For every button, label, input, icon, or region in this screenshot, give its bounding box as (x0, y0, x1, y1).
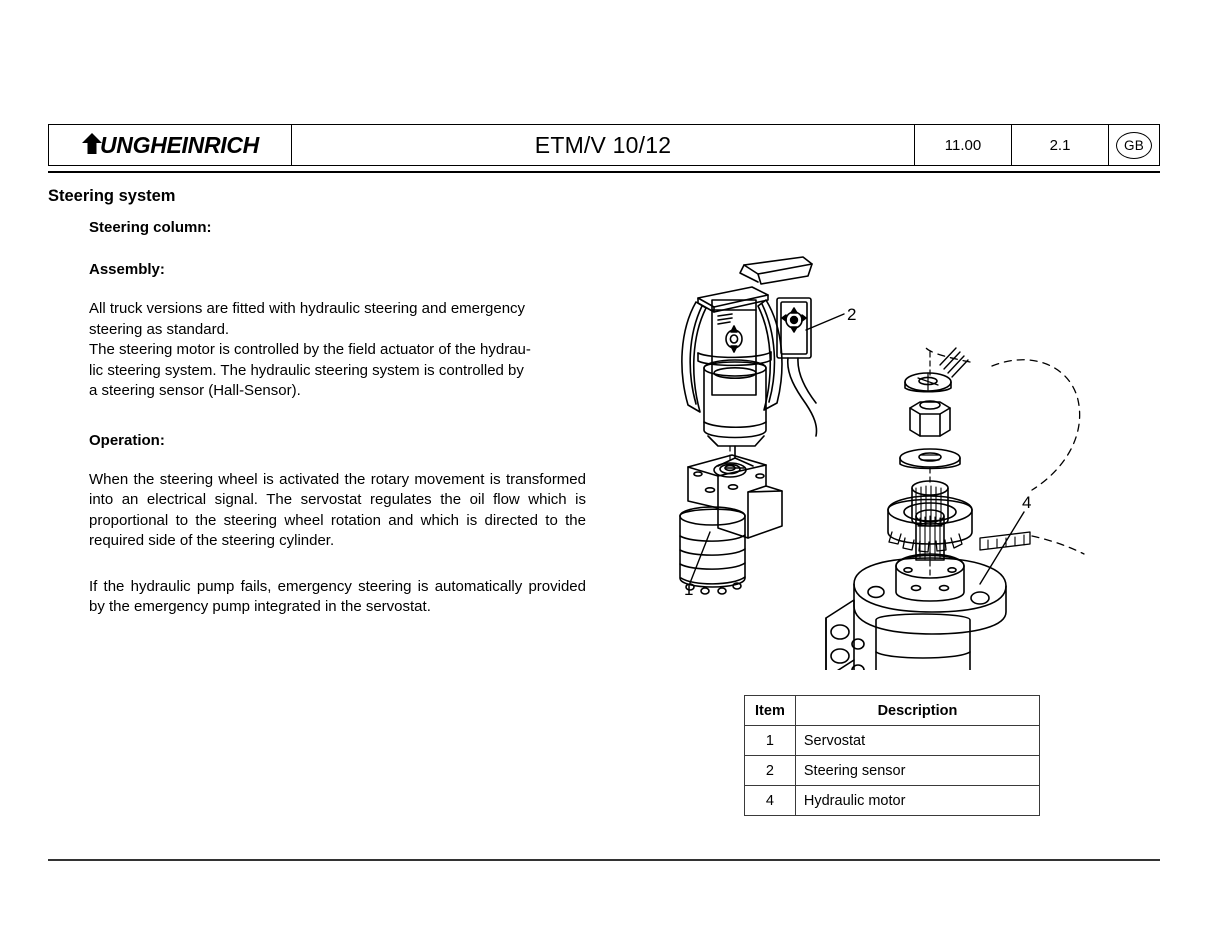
document-title-cell: ETM/V 10/12 (292, 125, 915, 165)
header-divider-rule (48, 171, 1160, 173)
document-page-number-cell: 2.1 (1012, 125, 1109, 165)
exploded-parts-drawing: 2 1 4 (679, 256, 1085, 670)
brand-logo-cell: UNGHEINRICH (49, 125, 292, 165)
spacer (89, 278, 586, 299)
brand-logo: UNGHEINRICH (49, 132, 291, 159)
column-header-description: Description (794, 695, 1041, 726)
document-page-number: 2.1 (1049, 136, 1071, 154)
section-heading-steering-column: Steering column: (89, 219, 212, 236)
assembly-text-line-1: All truck versions are fitted with hydra… (89, 300, 526, 317)
assembly-text-line-2: steering as standard. (89, 320, 230, 338)
assembly-text-line-4: lic steering system. The hydraulic steer… (89, 361, 524, 379)
operation-paragraph-1: When the steering wheel is activated the… (89, 470, 586, 550)
cell-item-description: Steering sensor (794, 755, 1041, 786)
brand-logo-text: UNGHEINRICH (100, 131, 259, 158)
spacer (89, 236, 586, 261)
table-row: 4 Hydraulic motor (744, 785, 1041, 816)
language-badge: GB (1116, 131, 1152, 159)
table-header-row: Item Description (744, 695, 1041, 726)
callout-number-1: 1 (684, 580, 693, 599)
document-title: ETM/V 10/12 (534, 131, 672, 158)
assembly-text-line-3: The steering motor is controlled by the … (89, 341, 531, 358)
document-date-cell: 11.00 (915, 125, 1012, 165)
callout-number-4: 4 (1022, 493, 1031, 512)
cell-item-number: 1 (744, 725, 796, 756)
section-heading-operation: Operation: (89, 431, 165, 449)
page-title: Steering system (48, 187, 176, 206)
cell-item-number: 2 (744, 755, 796, 786)
parts-table: Item Description 1 Servostat 2 Steering … (744, 695, 1041, 816)
document-header: UNGHEINRICH ETM/V 10/12 11.00 2.1 GB (48, 124, 1160, 166)
construction-curves (925, 347, 1085, 555)
cell-item-description: Servostat (794, 725, 1041, 756)
steering-sensor-illustration (776, 297, 845, 437)
body-text-column: Steering column: Assembly: All truck ver… (89, 219, 586, 618)
table-row: 2 Steering sensor (744, 755, 1041, 786)
spacer (89, 552, 586, 577)
assembly-text-line-5: a steering sensor (Hall-Sensor). (89, 382, 301, 399)
exploded-gear-stack-illustration (887, 347, 1031, 579)
table-row: 1 Servostat (744, 725, 1041, 756)
document-language-cell: GB (1109, 125, 1159, 165)
key-strip-part (979, 531, 1031, 551)
operation-paragraph-2: If the hydraulic pump fails, emergency s… (89, 577, 586, 616)
spacer (89, 449, 586, 470)
spacer (89, 402, 586, 432)
technical-illustration-group: 2 1 4 (640, 240, 1090, 670)
section-heading-assembly: Assembly: (89, 261, 165, 278)
cell-item-number: 4 (744, 785, 796, 816)
footer-divider-rule (48, 859, 1160, 861)
up-arrow-icon (82, 132, 102, 154)
servostat-illustration (679, 445, 783, 595)
callout-number-2: 2 (847, 305, 856, 324)
column-header-item: Item (744, 695, 796, 726)
hydraulic-motor-illustration (825, 509, 1025, 670)
document-date: 11.00 (944, 136, 982, 154)
steering-column-illustration (681, 256, 813, 469)
cell-item-description: Hydraulic motor (794, 785, 1041, 816)
